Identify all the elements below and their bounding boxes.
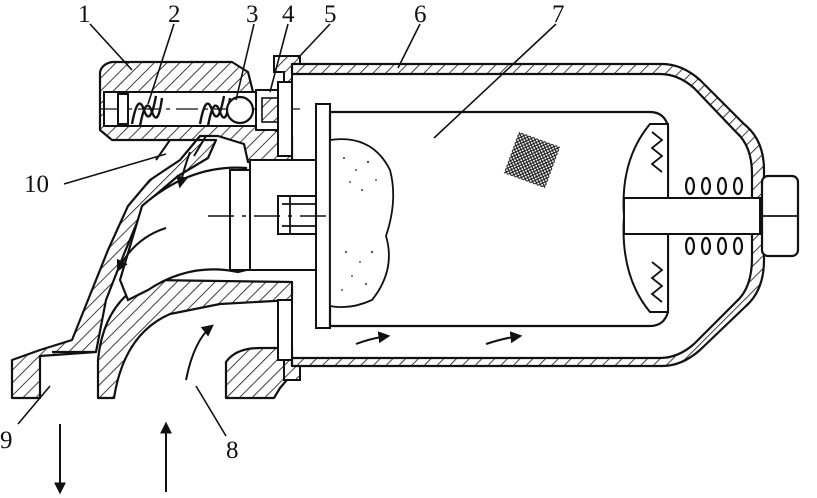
callout-label-6: 6 (414, 1, 427, 28)
housing-shell (290, 62, 766, 368)
check-ball (225, 95, 255, 125)
filter-mesh-patch (503, 131, 561, 189)
flange-ring-top (277, 81, 293, 157)
leader-7 (433, 23, 557, 139)
callout-label-5: 5 (324, 1, 337, 28)
compression-spring (684, 176, 744, 256)
leader-6 (397, 23, 421, 69)
shell-outer-wall (290, 62, 766, 368)
leader-5 (297, 23, 331, 59)
flow-arrow-outlet-curve (116, 227, 167, 273)
spring-seat-plug (117, 93, 129, 125)
callout-label-3: 3 (246, 1, 259, 28)
flow-arrow-valve (176, 151, 191, 189)
leader-lines (17, 23, 557, 437)
leader-3 (235, 23, 255, 101)
flow-arrows (54, 151, 523, 495)
flange-ring-bottom (277, 299, 293, 361)
left-end-cap-speckle (341, 156, 377, 291)
inner-guide-vane (118, 166, 248, 302)
callout-label-10: 10 (24, 171, 49, 198)
filter-element (328, 110, 800, 328)
leader-2 (147, 23, 175, 105)
central-bolt-assembly (208, 103, 640, 329)
callout-label-7: 7 (552, 1, 565, 28)
left-end-cap-fill (329, 138, 395, 309)
callout-label-8: 8 (226, 437, 239, 464)
flow-arrow-element-1 (355, 331, 391, 345)
valve-bore (100, 89, 300, 161)
leader-10 (63, 153, 167, 185)
callout-label-2: 2 (168, 1, 181, 28)
guide-plate (229, 169, 251, 271)
leader-1 (89, 23, 133, 71)
relief-spring-left (130, 95, 164, 127)
callout-label-9: 9 (0, 427, 13, 454)
right-end-cap-teeth (650, 131, 664, 303)
callout-labels: 1 2 3 4 5 6 7 8 9 10 (0, 1, 565, 464)
callout-label-1: 1 (78, 1, 91, 28)
port-line (193, 135, 207, 157)
flow-arrow-inlet-curve (185, 324, 214, 381)
spring-rod (623, 197, 761, 235)
filter-body-casting (10, 60, 294, 400)
leader-4 (269, 23, 289, 93)
flow-arrow-element-2 (485, 331, 523, 345)
leader-9 (17, 385, 51, 425)
leader-8 (195, 385, 227, 437)
callout-label-4: 4 (282, 1, 295, 28)
